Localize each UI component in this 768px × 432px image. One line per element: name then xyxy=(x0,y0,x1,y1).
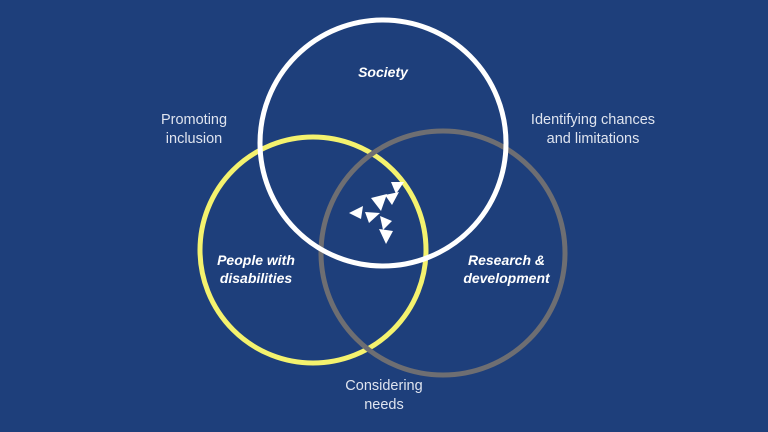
logo-shard xyxy=(365,212,380,223)
considering-needs-line-2: needs xyxy=(364,397,404,413)
people-with-disabilities-circle xyxy=(197,134,429,366)
research-label-line-2: development xyxy=(463,270,550,286)
logo-shard xyxy=(391,182,404,194)
society-circle xyxy=(257,17,509,269)
people-label-line-2: disabilities xyxy=(219,270,293,286)
promoting-inclusion-line-2: inclusion xyxy=(165,131,223,147)
logo-shard xyxy=(385,192,399,205)
logo-shard xyxy=(349,206,363,219)
promoting-inclusion-line-1: Promoting xyxy=(160,112,228,128)
considering-needs-label: Considering needs xyxy=(324,377,444,415)
folded-bird-logo-icon xyxy=(349,182,404,244)
identifying-chances-line-1: Identifying chances xyxy=(530,112,656,128)
research-development-label: Research & development xyxy=(444,251,569,287)
identifying-chances-label: Identifying chances and limitations xyxy=(508,111,678,149)
logo-shard xyxy=(380,216,392,230)
considering-needs-line-1: Considering xyxy=(345,378,423,394)
identifying-chances-line-2: and limitations xyxy=(546,131,640,147)
society-label: Society xyxy=(333,63,433,81)
promoting-inclusion-label: Promoting inclusion xyxy=(134,111,254,149)
research-label-line-1: Research & xyxy=(467,252,546,268)
society-label-text: Society xyxy=(358,64,408,80)
logo-shard xyxy=(379,229,393,244)
people-label-line-1: People with xyxy=(217,252,295,268)
people-with-disabilities-label: People with disabilities xyxy=(196,251,316,287)
research-development-circle xyxy=(318,128,568,378)
logo-shard xyxy=(371,194,387,211)
